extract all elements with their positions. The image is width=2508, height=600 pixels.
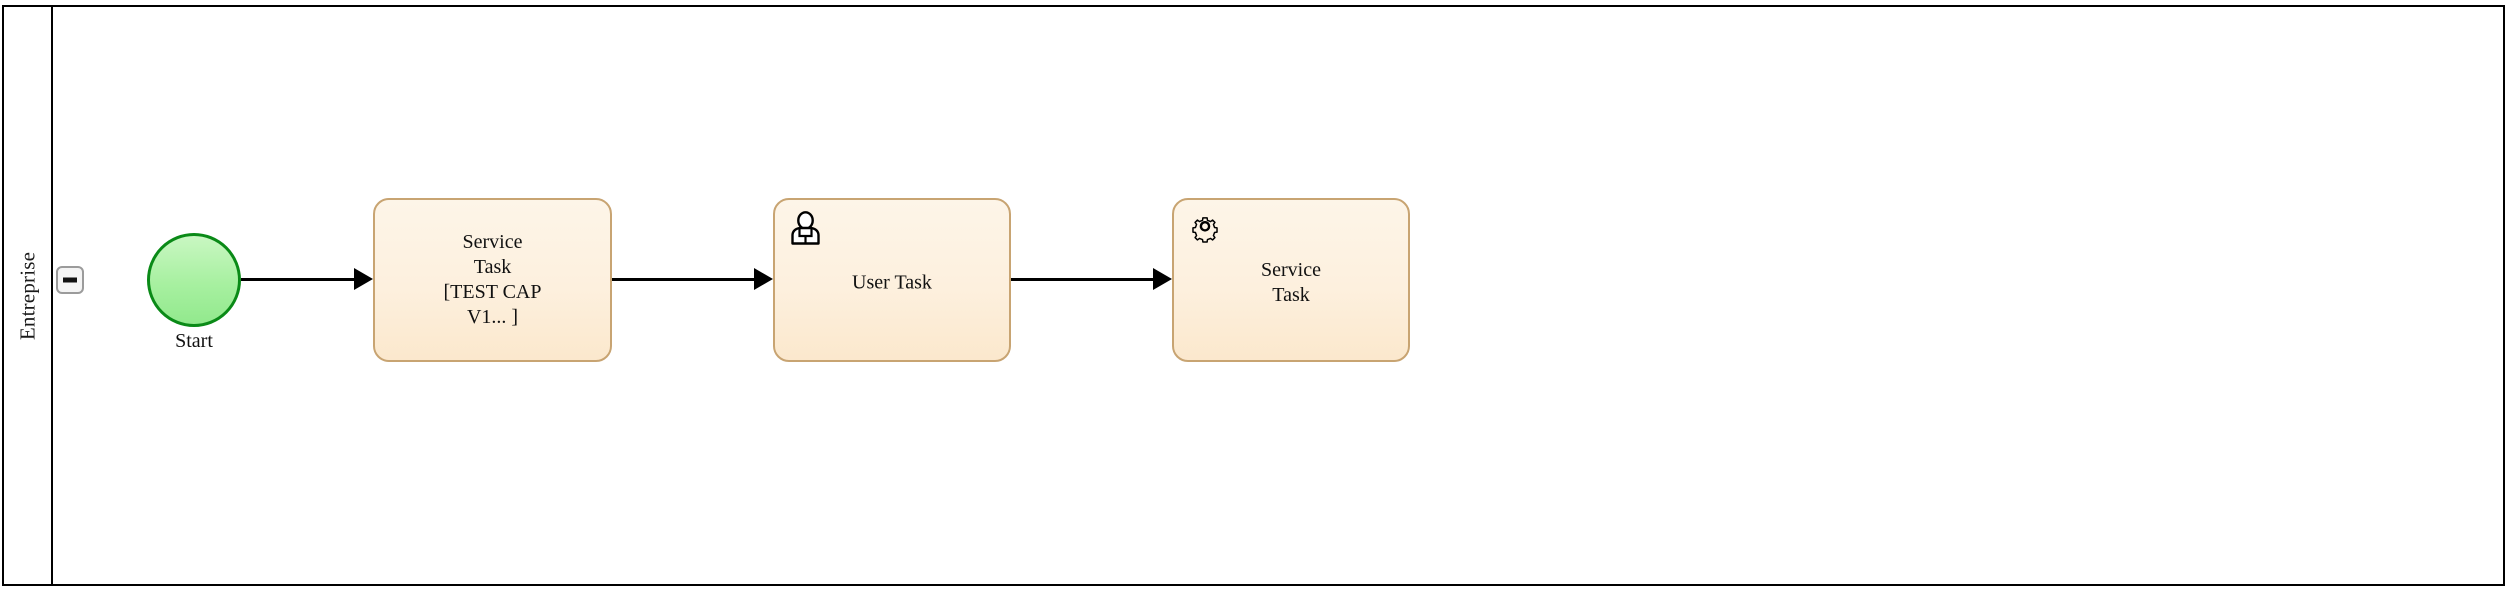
- sequence-flow-1[interactable]: [241, 278, 354, 281]
- user-task-1[interactable]: User Task: [773, 198, 1011, 362]
- start-event-label: Start: [175, 330, 213, 352]
- service-task-2-label: Service Task: [1261, 259, 1321, 307]
- start-event[interactable]: [147, 233, 241, 327]
- minus-icon: [63, 277, 77, 283]
- sequence-flow-3-arrowhead: [1153, 268, 1172, 290]
- pool-collapse-toggle[interactable]: [56, 266, 84, 294]
- service-task-1-label: Service Task [TEST CAP V1... ]: [443, 231, 542, 328]
- sequence-flow-2[interactable]: [612, 278, 754, 281]
- user-task-1-label: User Task: [852, 271, 932, 294]
- gear-icon: [1186, 210, 1228, 252]
- pool-name-label: Entreprise: [15, 251, 39, 340]
- sequence-flow-2-arrowhead: [754, 268, 773, 290]
- sequence-flow-1-arrowhead: [354, 268, 373, 290]
- sequence-flow-3[interactable]: [1011, 278, 1153, 281]
- pool-header-band: Entreprise: [4, 7, 53, 584]
- user-icon: [787, 210, 829, 252]
- service-task-2[interactable]: Service Task: [1172, 198, 1410, 362]
- service-task-1[interactable]: Service Task [TEST CAP V1... ]: [373, 198, 612, 362]
